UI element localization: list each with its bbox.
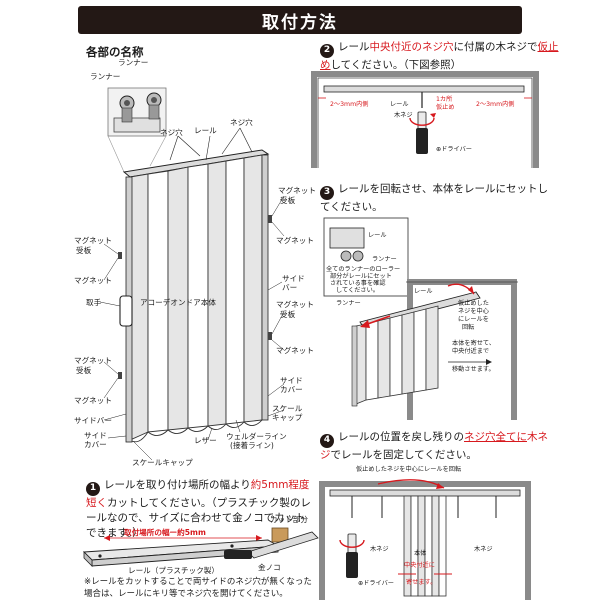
step2-gap-right: 2～3mm内側 — [476, 101, 515, 108]
label-side-cover-l1: サイド — [84, 431, 107, 440]
step1-cut-part: カット部分 — [270, 515, 308, 524]
step1-text-red: 約5mm程度短く — [86, 479, 310, 509]
step4-badge: 4 — [320, 433, 334, 448]
step4-rotate-note: 仮止めしたネジを中心にレールを回転 — [356, 466, 462, 473]
step4-wood-screw-left: 木ネジ — [370, 546, 389, 553]
label-side-bar-r2: バー — [282, 283, 298, 292]
step3-text-body: レールを回転させ、本体をレールにセットしてください。 — [320, 183, 548, 213]
step2-text: 2 レール中央付近のネジ穴に付属の木ネジで仮止めしてください。（下図参照） — [320, 40, 560, 73]
step3-rail-b: レール — [414, 288, 433, 295]
label-body: アコーデオンドア本体 — [140, 298, 216, 307]
label-side-bar-l: サイドバー — [74, 416, 112, 425]
label-magnet-r1: マグネット — [276, 236, 314, 245]
label-magnet-receiver-l2b: 受板 — [76, 366, 92, 375]
step4-text-b: でレールを固定してください。 — [330, 448, 477, 461]
label-side-cover-r1: サイド — [280, 376, 303, 385]
step3-rotate-2: ネジを中心 — [458, 308, 489, 315]
step3-center-2: 中央付近まで — [452, 348, 490, 355]
label-magnet-receiver-l1: マグネット — [74, 236, 112, 245]
step1-dimension: 取付場所の幅ー約5mm — [124, 528, 206, 537]
step2-gap-left: 2～3mm内側 — [330, 101, 369, 108]
label-magnet-receiver-r1b: 受板 — [280, 196, 296, 205]
label-magnet-receiver-r1: マグネット — [278, 186, 316, 195]
step2-badge: 2 — [320, 43, 334, 58]
step3-center-3: 移動させます。 — [452, 366, 495, 373]
step3-rotate-1: 仮止めした — [458, 300, 489, 307]
step1-rail-label: レール（プラスチック製） — [128, 566, 219, 575]
label-leather: レザー — [194, 436, 217, 445]
label-magnet-receiver-l2: マグネット — [74, 356, 112, 365]
label-welder-line-1: ウェルダーライン — [226, 432, 287, 441]
step1-note: ※レールをカットすることで両サイドのネジ穴が無くなった場合は、レールにキリ等でネ… — [84, 577, 312, 599]
step3-runner: ランナー — [372, 256, 397, 263]
step4-text-red1: ネジ穴全てに — [464, 431, 527, 443]
label-side-cover-l2: カバー — [84, 440, 107, 449]
label-handle: 取手 — [86, 298, 102, 307]
step3-badge: 3 — [320, 185, 334, 200]
step4-body: 本体 — [414, 550, 427, 557]
page-title: 取付方法 — [78, 6, 522, 34]
step1-text: 1 レールを取り付け場所の幅より約5mm程度短くカットしてください。（プラスチック… — [86, 478, 316, 541]
step1-saw: 金ノコ — [258, 563, 281, 572]
label-runner-side: ランナー — [90, 72, 121, 81]
parts-title: 各部の名称 — [86, 45, 144, 59]
label-side-cover-r2: カバー — [280, 385, 303, 394]
step4-text-red2: 木ネジ — [320, 431, 548, 461]
step2-driver: ⊕ドライバー — [436, 146, 472, 153]
step3-rotate-4: 回転 — [462, 324, 475, 331]
step4-text: 4 レールの位置を戻し残りのネジ穴全てに木ネジでレールを固定してください。 — [320, 430, 556, 463]
label-magnet-receiver-r2: マグネット — [276, 300, 314, 309]
step2-one-point-2: 仮止め — [436, 104, 455, 111]
label-scale-cap-r1: スケール — [272, 404, 303, 413]
label-rail: レール — [194, 126, 217, 135]
step2-text-c: してください。（下図参照） — [330, 58, 462, 71]
step3-note-1: 全てのランナーのローラー — [326, 266, 401, 273]
label-magnet-r2: マグネット — [276, 346, 314, 355]
label-scale-cap-bottom: スケールキャップ — [132, 458, 193, 467]
label-magnet-l2: マグネット — [74, 396, 112, 405]
step4-center-2: 寄せます。 — [406, 579, 437, 586]
label-magnet-l1: マグネット — [74, 276, 112, 285]
step2-text-red1: 中央付近のネジ穴 — [369, 41, 454, 53]
step2-rail: レール — [390, 101, 409, 108]
step4-driver: ⊕ドライバー — [358, 580, 394, 587]
step3-note-3: されている事を確認 — [330, 280, 386, 287]
step3-center-1: 本体を寄せて、 — [452, 340, 496, 347]
label-side-bar-r1: サイド — [282, 274, 305, 283]
step2-wood-screw: 木ネジ — [394, 112, 413, 119]
label-screw-hole-left: ネジ穴 — [160, 128, 183, 137]
label-scale-cap-r2: キャップ — [272, 413, 303, 422]
step4-center-1: 中央付近に — [404, 562, 435, 569]
step2-text-b: に付属の木ネジで — [453, 41, 538, 53]
step1-text-b: カットしてください。（プラスチック製のレールなので、サイズに合わせて金ノコでカッ… — [86, 496, 311, 539]
step3-runner-b: ランナー — [336, 300, 361, 307]
step3-rotate-3: にレールを — [458, 316, 489, 323]
step1-text-a: レールを取り付け場所の幅より — [104, 479, 251, 491]
label-welder-line-2: (接着ライン) — [230, 441, 274, 450]
step4-text-a: レールの位置を戻し残りの — [338, 431, 464, 443]
label-runner-top: ランナー — [118, 58, 149, 67]
step4-wood-screw-right: 木ネジ — [474, 546, 493, 553]
step2-one-point-1: 1カ所 — [436, 96, 453, 103]
step3-rail: レール — [368, 232, 387, 239]
step2-text-a: レール — [338, 41, 370, 53]
label-magnet-receiver-l1b: 受板 — [76, 246, 92, 255]
step3-note-2: 部分がレールにセット — [330, 273, 392, 280]
step1-badge: 1 — [86, 481, 100, 496]
step2-text-red2: 仮止め — [320, 41, 559, 71]
label-screw-hole-right: ネジ穴 — [230, 118, 253, 127]
step3-note-4: してください。 — [336, 287, 379, 294]
label-magnet-receiver-r2b: 受板 — [280, 310, 296, 319]
